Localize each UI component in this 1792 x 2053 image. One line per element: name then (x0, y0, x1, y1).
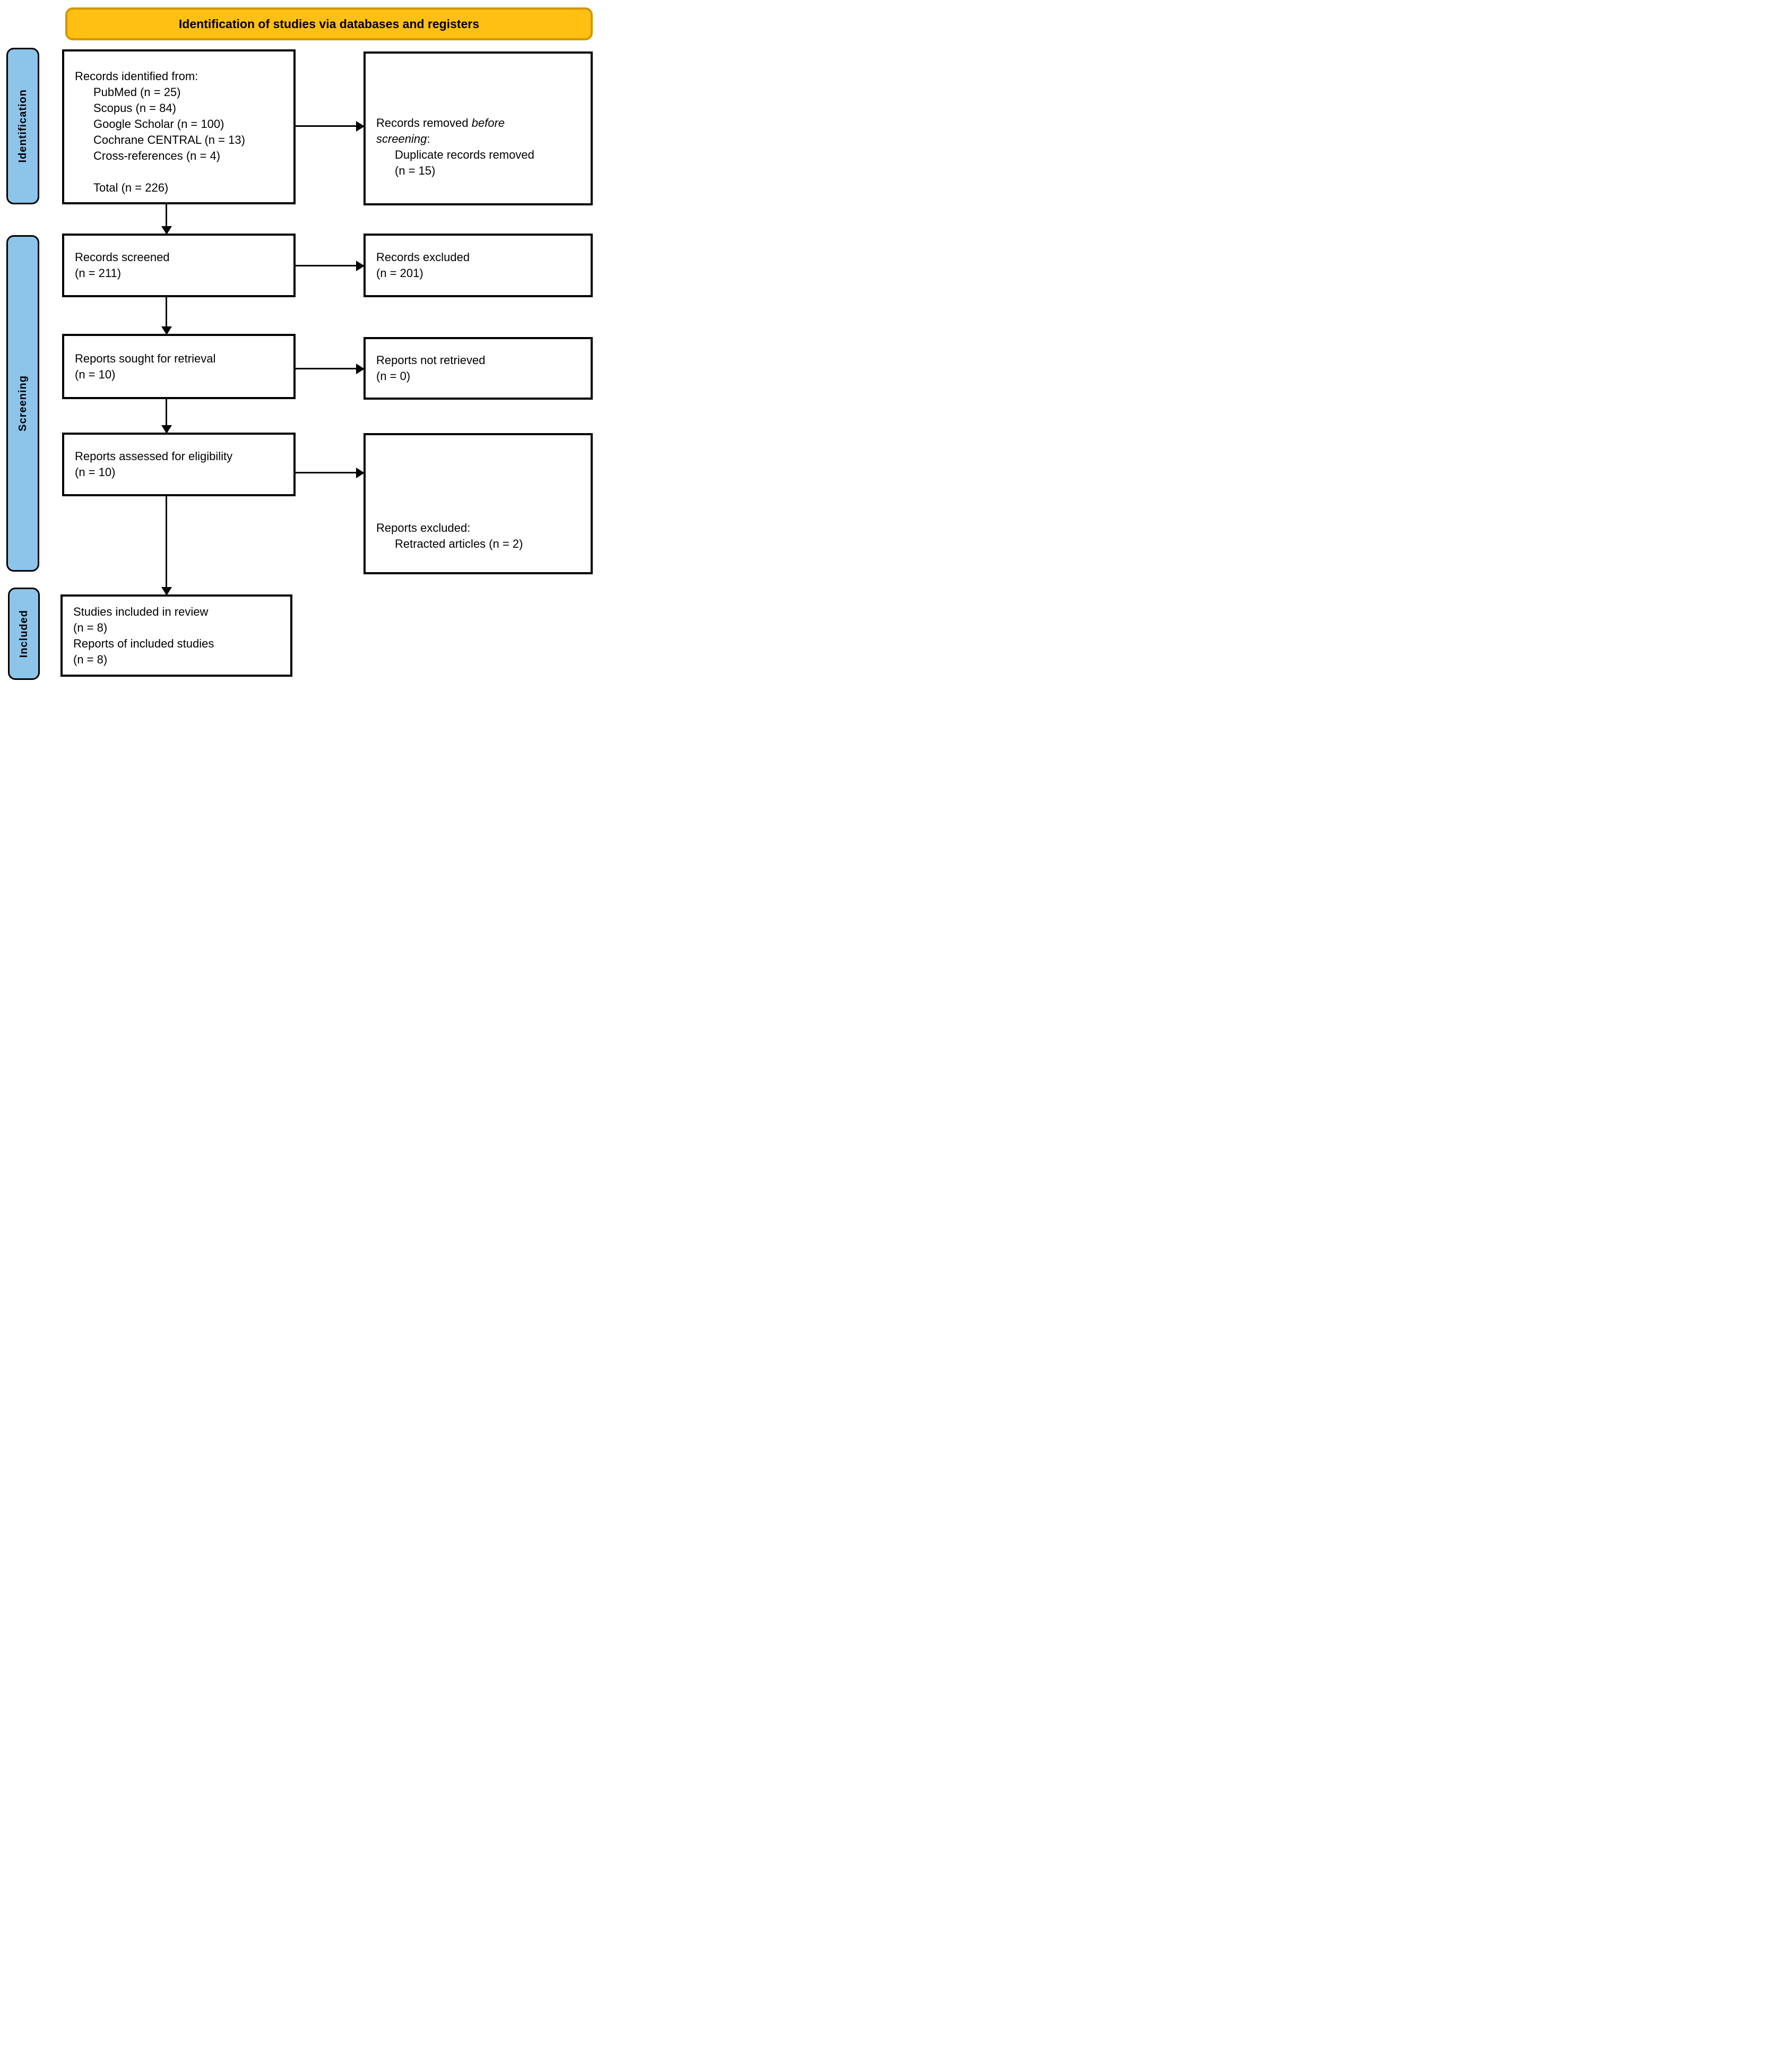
stage-label-screening: Screening (6, 235, 39, 572)
box-studies-included: Studies included in review(n = 8)Reports… (60, 594, 292, 677)
box-records-screened: Records screened(n = 211) (62, 234, 296, 297)
banner-title: Identification of studies via databases … (65, 7, 593, 40)
banner-title-label: Identification of studies via databases … (178, 16, 480, 31)
box-reports-not-retrieved: Reports not retrieved(n = 0) (363, 337, 593, 400)
box-reports-sought-retrieval: Reports sought for retrieval(n = 10) (62, 334, 296, 399)
arrow-sought-to-assessed (166, 399, 167, 433)
arrow-screened-to-excluded (296, 265, 363, 266)
prisma-flow-diagram: Identification of studies via databases … (0, 0, 598, 685)
stage-label-included: Included (8, 588, 40, 680)
box-reports-assessed-eligibility: Reports assessed for eligibility(n = 10) (62, 433, 296, 496)
box-records-identified: Records identified from:PubMed (n = 25)S… (62, 49, 296, 204)
arrow-sought-to-not-retrieved (296, 368, 363, 369)
arrow-screened-to-sought (166, 297, 167, 334)
arrow-identified-to-screened (166, 204, 167, 234)
box-records-excluded: Records excluded(n = 201) (363, 234, 593, 297)
arrow-assessed-to-excluded (296, 472, 363, 473)
arrow-identified-to-removed (296, 125, 363, 127)
box-reports-excluded: Reports excluded:Retracted articles (n =… (363, 433, 593, 574)
arrow-assessed-to-included (166, 496, 167, 594)
stage-label-identification: Identification (6, 48, 39, 204)
